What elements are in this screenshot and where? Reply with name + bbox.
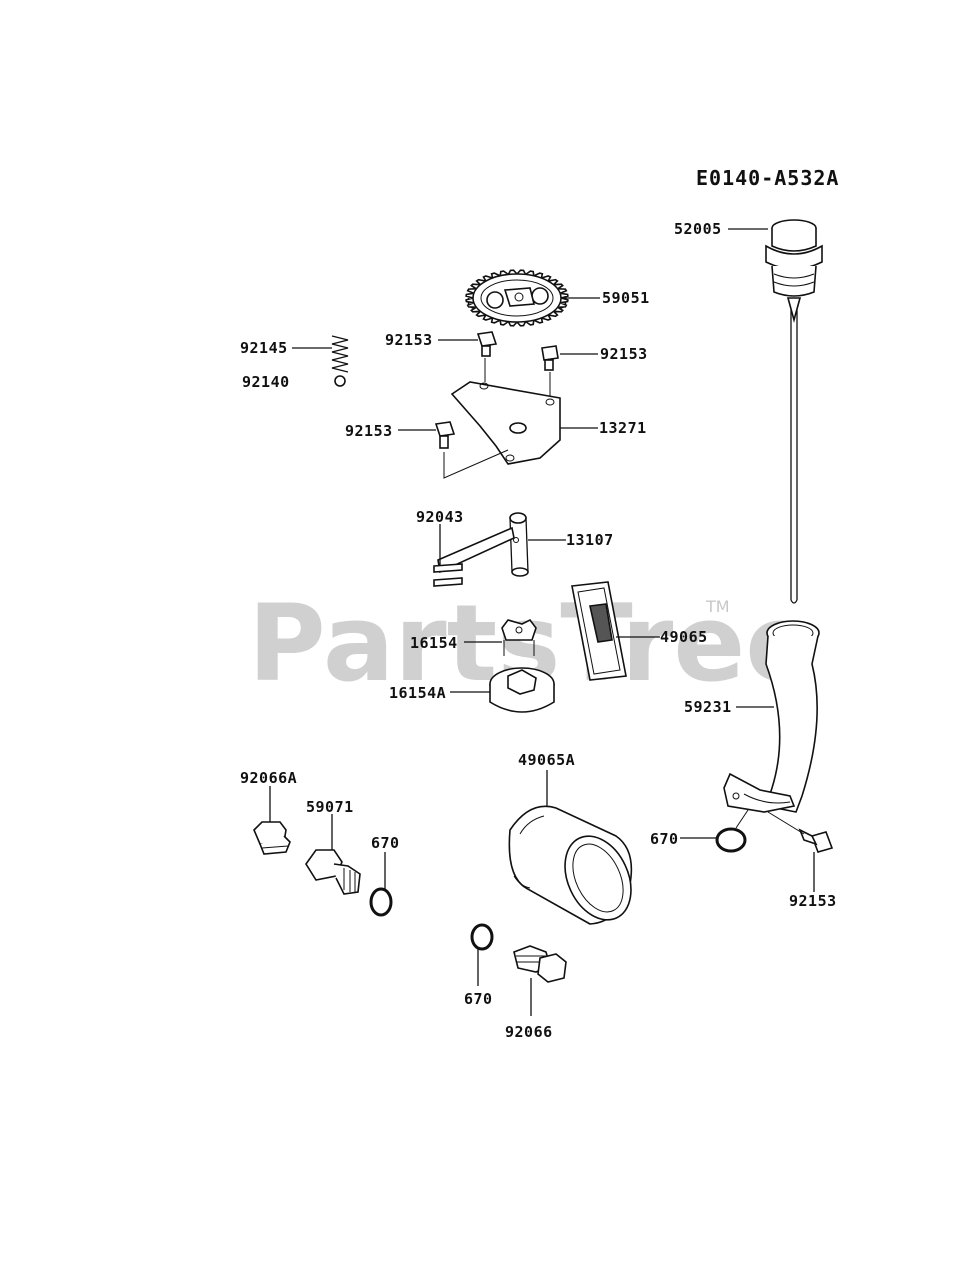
part-oil-pipe-59231[interactable] [723,620,820,813]
diagram-code: E0140-A532A [696,166,839,190]
label-13271: 13271 [599,419,647,437]
label-92153-d: 92153 [789,892,837,910]
part-bolt-92153-b[interactable] [541,345,559,371]
label-49065: 49065 [660,628,708,646]
label-49065a: 49065A [518,751,575,769]
part-shaft-13107[interactable] [437,512,529,577]
label-92043: 92043 [416,508,464,526]
part-bolt-92153-d[interactable] [798,828,834,853]
label-92153-a: 92153 [385,331,433,349]
label-52005: 52005 [674,220,722,238]
label-92066: 92066 [505,1023,553,1041]
part-bolt-92153-a[interactable] [476,331,498,357]
part-fitting-59071[interactable] [305,849,361,895]
label-92140: 92140 [242,373,290,391]
part-oring-670-c[interactable] [715,827,747,853]
part-plate-13271[interactable] [450,381,561,465]
part-pins-92043[interactable] [433,563,463,587]
part-oring-670-a[interactable] [369,887,393,917]
label-16154: 16154 [410,634,458,652]
part-gear-59051[interactable] [465,269,569,327]
part-oring-670-b[interactable] [470,923,494,951]
label-92153-b: 92153 [600,345,648,363]
part-oil-filter-49065a[interactable] [508,805,643,930]
label-670-b: 670 [464,990,493,1008]
label-92066a: 92066A [240,769,297,787]
part-ball-92140[interactable] [334,375,346,387]
label-59051: 59051 [602,289,650,307]
part-spring-92145[interactable] [331,335,349,373]
trademark-mark: TM [705,597,730,616]
label-59231: 59231 [684,698,732,716]
label-670-c: 670 [650,830,679,848]
part-bolt-92153-c[interactable] [434,421,456,449]
label-92153-c: 92153 [345,422,393,440]
label-670-a: 670 [371,834,400,852]
part-screen-49065[interactable] [571,581,627,681]
part-rotor-16154[interactable] [501,618,537,656]
part-drain-plug-92066[interactable] [513,945,567,983]
label-59071: 59071 [306,798,354,816]
label-92145: 92145 [240,339,288,357]
part-rotor-16154a[interactable] [489,667,555,713]
part-dipstick-52005[interactable] [765,219,823,604]
part-plug-92066a[interactable] [253,821,291,855]
label-16154a: 16154A [389,684,446,702]
label-13107: 13107 [566,531,614,549]
